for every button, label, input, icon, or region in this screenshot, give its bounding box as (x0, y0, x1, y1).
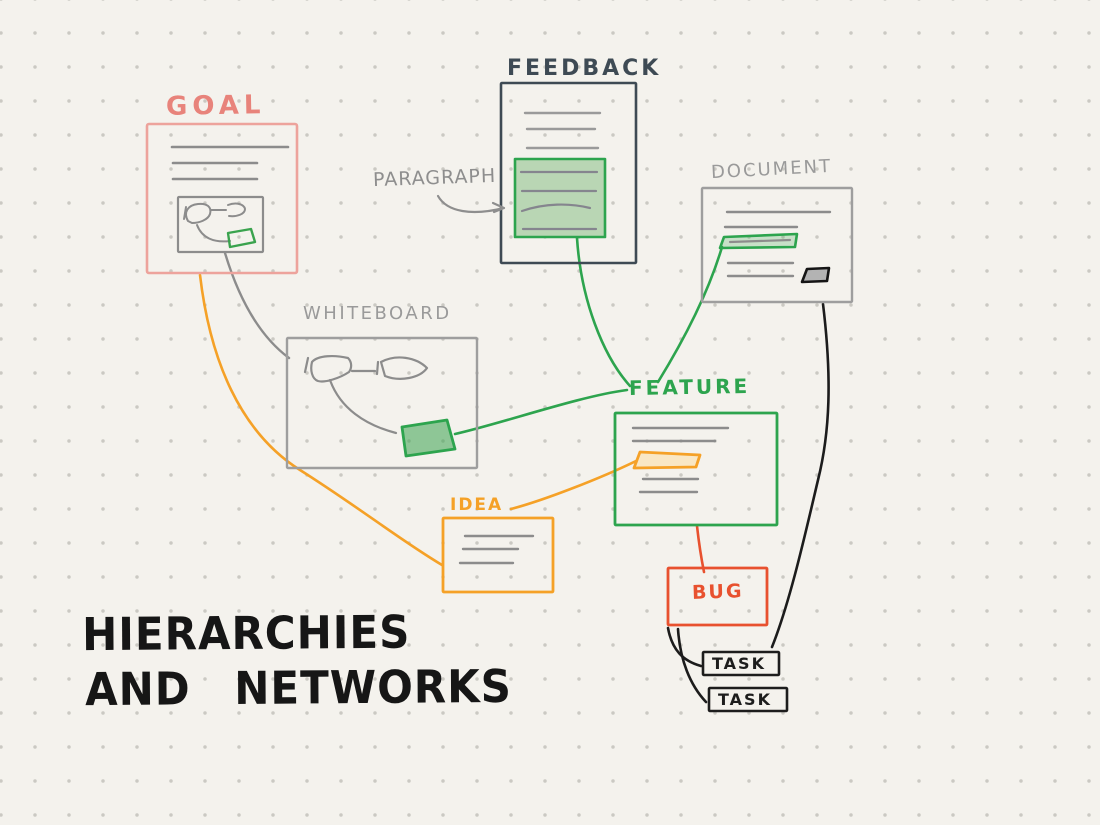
idea-label[interactable]: IDEA (450, 495, 504, 515)
canvas-title-line2: AND NETWORKS (85, 659, 513, 716)
goal-inner-thumbnail[interactable] (176, 195, 265, 254)
sketch-shape[interactable] (375, 356, 429, 380)
connector-feature-feedback[interactable] (575, 236, 632, 388)
connector-feature-bug[interactable] (695, 524, 706, 574)
connector-goal-whiteboard[interactable] (223, 251, 291, 360)
sketch-shape[interactable] (303, 355, 353, 383)
sketch-shape[interactable] (183, 202, 212, 224)
feature-box[interactable] (613, 411, 779, 527)
sketch-shape[interactable] (227, 202, 246, 218)
whiteboard-highlight-shape[interactable] (400, 418, 457, 458)
task2-box[interactable] (707, 686, 789, 713)
bug-label[interactable]: BUG (691, 580, 744, 604)
task1-box[interactable] (701, 650, 781, 677)
document-box[interactable] (700, 186, 854, 304)
connector-document-task[interactable] (770, 302, 830, 649)
bug-box[interactable] (666, 566, 769, 627)
whiteboard-box[interactable] (285, 336, 479, 470)
task1-label[interactable]: TASK (712, 654, 766, 673)
connector-idea-feature[interactable] (509, 459, 638, 511)
paragraph-arrow[interactable] (436, 194, 506, 214)
feature-highlight-shape[interactable] (632, 450, 702, 470)
canvas-title-line1: HIERARCHIES (82, 605, 411, 661)
feedback-box[interactable] (499, 81, 638, 265)
connector-feature-document[interactable] (656, 245, 724, 384)
goal-label[interactable]: GOAL (165, 90, 266, 122)
goal-highlight-shape[interactable] (226, 227, 257, 249)
text-line[interactable] (520, 203, 592, 213)
feature-label[interactable]: FEATURE (628, 373, 751, 401)
idea-box[interactable] (441, 516, 555, 594)
text-line[interactable] (728, 238, 792, 244)
task2-label[interactable]: TASK (718, 690, 772, 709)
sketch-curve[interactable] (196, 224, 231, 243)
paragraph-label[interactable]: PARAGRAPH (372, 164, 497, 192)
feedback-label[interactable]: FEEDBACK (507, 56, 662, 81)
document-black-highlight[interactable] (800, 266, 831, 284)
goal-box[interactable] (145, 122, 299, 275)
whiteboard-label[interactable]: WHITEBOARD (303, 303, 452, 324)
connector-bug-task2[interactable] (676, 627, 708, 704)
sketch-curve[interactable] (328, 378, 398, 435)
connector-whiteboard-feature[interactable] (453, 388, 629, 436)
feedback-highlight-block[interactable] (513, 157, 607, 239)
connector-bug-task1[interactable] (666, 626, 703, 668)
connector-goal-idea[interactable] (198, 273, 444, 567)
